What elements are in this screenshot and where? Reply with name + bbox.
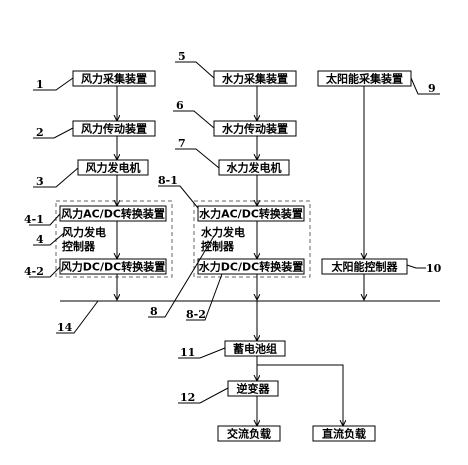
- solar-collect-label: 太阳能采集装置: [325, 72, 403, 86]
- ac-load-box: [217, 425, 281, 442]
- water-transmission-box: [213, 120, 297, 137]
- water-generator-label: 水力发电机: [227, 161, 282, 175]
- dc-load-box: [312, 425, 376, 442]
- ref-8-1: 8-1: [158, 174, 178, 187]
- ref-2: 2: [36, 126, 44, 139]
- leader-9: [410, 77, 440, 95]
- ref-4-1: 4-1: [24, 213, 44, 226]
- ref-7: 7: [178, 137, 186, 150]
- ref-12: 12: [180, 391, 195, 404]
- ref-10: 10: [426, 262, 442, 275]
- wind-transmission-label: 风力传动装置: [81, 122, 147, 136]
- wind-dcdc-box: [59, 258, 167, 275]
- leader-8: [148, 235, 215, 318]
- wind-acdc-label: 风力AC/DC转换装置: [61, 207, 165, 221]
- wind-generator-label: 风力发电机: [86, 161, 141, 175]
- ref-4: 4: [36, 233, 44, 246]
- arrow-battery-dcload: [257, 364, 343, 426]
- water-transmission-label: 水力传动装置: [222, 122, 288, 136]
- ref-9: 9: [428, 82, 436, 95]
- water-dcdc-label: 水力DC/DC转换装置: [199, 260, 303, 274]
- ref-5: 5: [178, 50, 186, 63]
- ref-8-2: 8-2: [186, 308, 206, 321]
- water-controller-label-2: 控制器: [201, 239, 235, 253]
- leader-2: [33, 127, 74, 139]
- ref-1: 1: [36, 78, 44, 91]
- leader-4-2: [29, 266, 61, 278]
- wind-generator-box: [77, 159, 149, 176]
- ref-14: 14: [57, 321, 73, 334]
- water-acdc-box: [197, 205, 305, 222]
- water-controller-group: [193, 200, 311, 278]
- wind-controller-label-1: 风力发电: [62, 225, 106, 239]
- leader-7: [175, 148, 220, 169]
- water-acdc-label: 水力AC/DC转换装置: [199, 207, 303, 221]
- water-dcdc-box: [197, 258, 305, 275]
- leader-4-1: [29, 213, 61, 226]
- wind-acdc-box: [59, 205, 167, 222]
- leader-12: [178, 387, 229, 404]
- leader-3: [33, 167, 79, 188]
- water-collect-box: [213, 70, 297, 87]
- leader-5: [175, 61, 215, 79]
- solar-controller-label: 太阳能控制器: [331, 260, 399, 274]
- water-collect-label: 水力采集装置: [222, 72, 288, 86]
- leader-6: [173, 110, 215, 129]
- leader-8-1: [158, 185, 199, 209]
- ref-11: 11: [180, 346, 195, 359]
- inverter-label: 逆变器: [237, 382, 271, 396]
- leader-11: [178, 347, 226, 359]
- ref-6: 6: [176, 99, 184, 112]
- dc-load-label: 直流负载: [322, 427, 366, 441]
- leader-1: [33, 77, 74, 91]
- ref-8: 8: [150, 305, 158, 318]
- leader-10: [406, 264, 426, 269]
- ref-4-2: 4-2: [24, 265, 44, 278]
- leader-14: [56, 300, 99, 334]
- ac-load-label: 交流负载: [227, 427, 271, 441]
- battery-label: 蓄电池组: [233, 342, 277, 356]
- water-controller-label-1: 水力发电: [201, 225, 245, 239]
- wind-dcdc-label: 风力DC/DC转换装置: [61, 260, 165, 274]
- wind-controller-label-2: 控制器: [62, 239, 96, 253]
- wind-collect-label: 风力采集装置: [81, 72, 147, 86]
- ref-3: 3: [36, 175, 44, 188]
- leader-4: [33, 232, 65, 246]
- solar-controller-box: [321, 258, 408, 275]
- leader-8-2: [186, 273, 223, 321]
